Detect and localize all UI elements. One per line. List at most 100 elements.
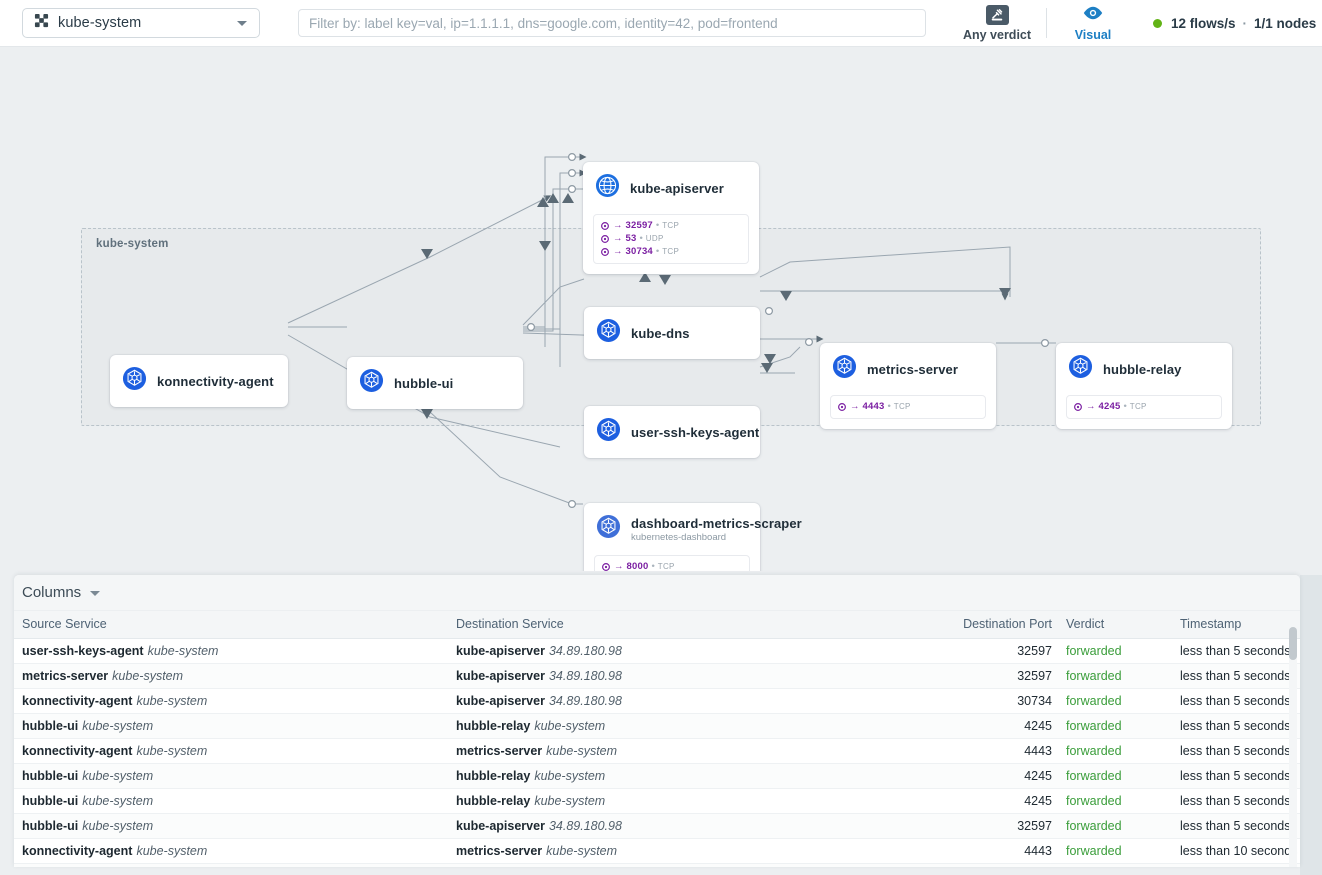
panel-right-edge [1300, 575, 1322, 875]
service-meta: kube-system [546, 744, 618, 758]
cell-destination-port: 32597 [926, 638, 1062, 664]
port-row: → 4245 • TCP [1074, 400, 1214, 413]
flows-table-head: Source Service Destination Service Desti… [14, 611, 1300, 639]
column-header-destination[interactable]: Destination Service [456, 611, 926, 639]
node-title: metrics-server [867, 361, 959, 377]
service-node-metrics-server[interactable]: metrics-server → 4443 • TCP [820, 343, 996, 429]
column-header-port[interactable]: Destination Port [926, 611, 1062, 639]
node-title: kube-dns [631, 325, 690, 341]
port-number: 8000 [626, 561, 649, 571]
timestamp-value: less than 5 seconds [1180, 644, 1291, 658]
cell-timestamp: less than 5 seconds [1180, 763, 1300, 789]
cell-verdict: forwarded [1062, 863, 1180, 867]
verdict-value: forwarded [1066, 669, 1122, 683]
cell-destination-port: 4245 [926, 788, 1062, 814]
service-node-konnectivity-agent[interactable]: konnectivity-agent [110, 355, 288, 407]
table-row[interactable]: konnectivity-agentkube-systemkube-apiser… [14, 863, 1300, 867]
cell-verdict: forwarded [1062, 638, 1180, 664]
column-header-verdict[interactable]: Verdict [1062, 611, 1180, 639]
columns-toggle[interactable]: Columns [14, 575, 1300, 611]
node-subtitle: kubernetes-dashboard [631, 531, 727, 543]
cell-destination-port: 4245 [926, 763, 1062, 789]
node-title: dashboard-metrics-scraper [631, 515, 802, 531]
service-node-hubble-ui[interactable]: hubble-ui [347, 357, 523, 409]
service-node-hubble-relay[interactable]: hubble-relay → 4245 • TCP [1056, 343, 1232, 429]
service-name: kube-apiserver [456, 819, 545, 833]
service-meta: kube-system [534, 719, 606, 733]
kubernetes-icon [359, 368, 384, 398]
port-separator: • [655, 220, 660, 231]
cell-timestamp: less than 5 seconds [1180, 738, 1300, 764]
service-node-dashboard-metrics-scraper[interactable]: dashboard-metrics-scraper kubernetes-das… [584, 503, 802, 571]
table-scrollbar-thumb[interactable] [1289, 627, 1297, 660]
service-meta: 34.89.180.98 [548, 669, 622, 683]
column-header-timestamp[interactable]: Timestamp [1180, 611, 1300, 639]
cell-verdict: forwarded [1062, 763, 1180, 789]
column-header-source[interactable]: Source Service [14, 611, 456, 639]
arrow-glyph: → [1086, 401, 1096, 412]
columns-label: Columns [22, 584, 82, 601]
cell-timestamp: less than 10 seconds [1180, 838, 1300, 864]
visual-mode-button[interactable]: Visual [1063, 5, 1123, 42]
cell-verdict: forwarded [1062, 688, 1180, 714]
service-meta: 34.89.180.98 [548, 819, 622, 833]
service-map-edges [287, 152, 1056, 509]
service-meta: kube-system [546, 844, 618, 858]
kubernetes-icon [596, 514, 621, 544]
service-meta: kube-system [82, 794, 154, 808]
node-ports: → 4443 • TCP [830, 395, 986, 419]
port-protocol: UDP [645, 234, 664, 243]
table-scrollbar-track[interactable] [1289, 623, 1297, 867]
eye-icon [1082, 5, 1104, 26]
node-titles: dashboard-metrics-scraper kubernetes-das… [631, 516, 802, 543]
cell-destination-port: 30734 [926, 863, 1062, 867]
service-node-kube-dns[interactable]: kube-dns [584, 307, 760, 359]
service-meta: kube-system [534, 769, 606, 783]
service-meta: kube-system [82, 769, 154, 783]
verdict-value: forwarded [1066, 744, 1122, 758]
port-arrow-icon [838, 400, 846, 413]
service-map-canvas[interactable]: kube-system [0, 47, 1322, 571]
cell-timestamp: less than 5 seconds [1180, 813, 1300, 839]
verdict-value: forwarded [1066, 694, 1122, 708]
port-protocol: TCP [893, 402, 911, 411]
node-titles: kube-dns [631, 326, 690, 341]
service-name: hubble-ui [22, 769, 79, 783]
port-separator: • [651, 561, 655, 571]
port-number: 4443 [862, 401, 885, 412]
service-node-kube-apiserver[interactable]: kube-apiserver → 32597 • TCP → 53 • UDP … [583, 162, 759, 274]
nodes-count: 1/1 nodes [1254, 15, 1317, 31]
namespace-selector[interactable]: kube-system [22, 8, 260, 38]
service-name: hubble-relay [456, 719, 531, 733]
verdict-value: forwarded [1066, 844, 1122, 858]
filter-input[interactable] [298, 9, 926, 37]
table-header-row: Source Service Destination Service Desti… [14, 611, 1300, 639]
service-name: konnectivity-agent [22, 744, 133, 758]
arrow-glyph: → [613, 220, 623, 231]
cell-timestamp: less than 5 seconds [1180, 688, 1300, 714]
node-header: kube-dns [584, 307, 760, 359]
timestamp-value: less than 5 seconds [1180, 719, 1291, 733]
cell-timestamp: less than 10 seconds [1180, 863, 1300, 867]
node-titles: kube-apiserver [630, 181, 724, 196]
node-title: hubble-relay [1103, 361, 1182, 377]
node-titles: metrics-server [867, 362, 958, 377]
verdict-filter-button[interactable]: Any verdict [954, 4, 1040, 42]
node-ports: → 32597 • TCP → 53 • UDP → 30734 • TCP [593, 214, 749, 264]
cell-destination-port: 32597 [926, 663, 1062, 689]
service-node-user-ssh-keys-agent[interactable]: user-ssh-keys-agent [584, 406, 760, 458]
